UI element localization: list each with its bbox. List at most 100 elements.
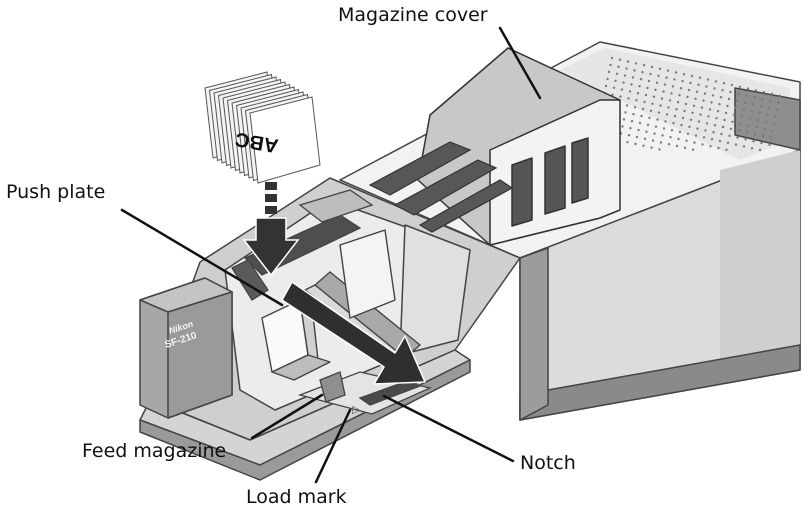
vent-dot	[681, 80, 684, 83]
vent-dot	[656, 118, 659, 121]
vent-dot	[710, 101, 713, 104]
vent-dot	[623, 74, 627, 77]
vent-dot	[617, 65, 620, 69]
vent-dot	[752, 140, 755, 143]
vent-dot	[704, 129, 707, 132]
vent-dot	[636, 92, 640, 95]
vent-dot	[689, 118, 693, 122]
vent-dot	[706, 78, 710, 81]
vent-dot	[713, 124, 717, 127]
vent-dot	[673, 115, 677, 118]
vent-dot	[713, 87, 716, 90]
vent-dot	[703, 92, 707, 95]
vent-dot	[622, 118, 626, 121]
vent-dot	[631, 76, 635, 79]
vent-dot	[643, 100, 646, 104]
leader-magazine-cover	[498, 26, 542, 100]
vent-dot	[726, 104, 729, 108]
vent-dot	[744, 138, 747, 141]
vent-dot	[673, 78, 676, 81]
vent-dot	[644, 93, 648, 97]
vent-dot	[633, 106, 637, 109]
vent-dot	[700, 106, 704, 109]
slide-stack	[204, 71, 321, 184]
vent-dot	[745, 94, 748, 97]
vent-dot	[742, 145, 746, 148]
vent-dot	[688, 125, 691, 128]
vent-dot	[742, 108, 745, 111]
vent-dot	[748, 117, 752, 120]
vent-dot	[662, 90, 665, 93]
magazine-cover	[417, 47, 621, 246]
vent-dot	[663, 83, 667, 86]
vent-dot	[768, 143, 771, 146]
vent-dot	[697, 120, 701, 123]
vent-dot	[684, 102, 688, 106]
vent-dot	[665, 113, 669, 116]
vent-dot	[718, 103, 721, 106]
vent-dot	[721, 125, 725, 129]
vent-dot	[769, 99, 772, 103]
callout-magazine-cover: Magazine cover	[338, 4, 488, 26]
vent-dot	[761, 98, 764, 101]
vent-dot	[657, 74, 660, 78]
vent-dot	[606, 77, 609, 81]
vent-dot	[729, 127, 733, 130]
vent-dot	[734, 143, 738, 146]
vent-dot	[630, 120, 634, 123]
vent-dot	[661, 134, 664, 137]
vent-dot	[675, 144, 679, 148]
vent-dot	[705, 85, 708, 88]
vent-dot	[697, 83, 700, 87]
vent-dot	[641, 71, 644, 74]
vent-dot	[763, 127, 766, 131]
vent-dot	[740, 115, 744, 118]
vent-dot	[691, 148, 695, 151]
vent-dot	[709, 145, 712, 148]
vent-dot	[654, 88, 657, 92]
vent-dot	[721, 89, 724, 92]
vent-dot	[730, 83, 734, 87]
leader-lines	[120, 26, 542, 484]
vent-dot	[660, 97, 664, 100]
vent-dot	[777, 101, 780, 105]
vent-dot	[727, 97, 731, 101]
vent-dot	[664, 120, 667, 123]
vent-dot	[626, 60, 630, 63]
vent-dot	[769, 136, 773, 139]
vent-dot	[699, 113, 702, 116]
vent-dot	[679, 87, 683, 90]
callout-push-plate: Push plate	[6, 181, 106, 203]
vent-dot	[710, 138, 714, 141]
vent-dot	[651, 102, 654, 106]
vent-dot	[718, 139, 722, 143]
vent-dot	[676, 101, 680, 104]
vent-dot	[702, 136, 706, 139]
vent-dot	[753, 96, 756, 99]
vent-dot	[655, 81, 659, 85]
vent-dot	[695, 90, 699, 94]
vent-dot	[771, 129, 774, 132]
vent-dot	[638, 85, 641, 88]
vent-dot	[743, 101, 747, 104]
vent-dot	[677, 137, 680, 141]
vent-dot	[647, 79, 651, 83]
vent-dot	[654, 125, 658, 128]
vent-dot	[678, 130, 682, 134]
vent-dot	[689, 81, 692, 85]
vent-dot	[691, 111, 694, 115]
vent-dot	[687, 88, 691, 92]
vent-dot	[723, 118, 726, 122]
vent-dot	[637, 128, 640, 132]
slide-layer	[249, 96, 321, 184]
vent-dot	[624, 111, 627, 114]
vent-dot	[750, 147, 754, 150]
vent-dot	[759, 105, 763, 108]
leader-load-mark	[314, 408, 352, 484]
vent-dot	[762, 91, 766, 94]
vent-dot	[714, 80, 718, 83]
callout-notch: Notch	[520, 452, 576, 474]
vent-dot	[736, 136, 739, 139]
vent-dot	[659, 141, 663, 144]
